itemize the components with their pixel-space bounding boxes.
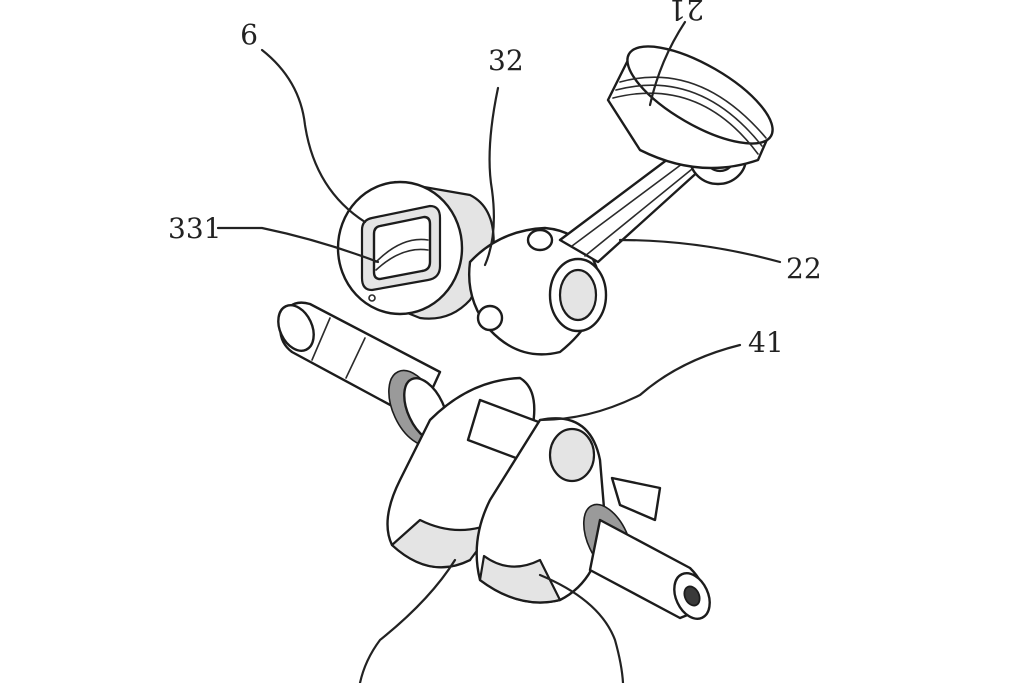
- crankshaft: [277, 301, 711, 620]
- label-21: 21: [668, 0, 704, 26]
- leader-41: [538, 343, 742, 422]
- piston: [606, 45, 774, 170]
- leader-9: [260, 48, 367, 224]
- connecting-rod: [468, 130, 748, 356]
- label-9: 9: [240, 17, 258, 50]
- leader-21: [648, 20, 687, 107]
- leader-331: [216, 226, 380, 264]
- label-331: 331: [168, 212, 221, 245]
- label-32: 32: [488, 44, 524, 77]
- leader-bottom-left: [358, 558, 457, 683]
- counterweight-block: [336, 180, 495, 320]
- label-41: 41: [748, 326, 784, 359]
- label-22: 22: [786, 252, 822, 285]
- leader-bottom-right: [538, 573, 625, 683]
- leader-22: [618, 238, 782, 264]
- leader-32: [483, 86, 500, 267]
